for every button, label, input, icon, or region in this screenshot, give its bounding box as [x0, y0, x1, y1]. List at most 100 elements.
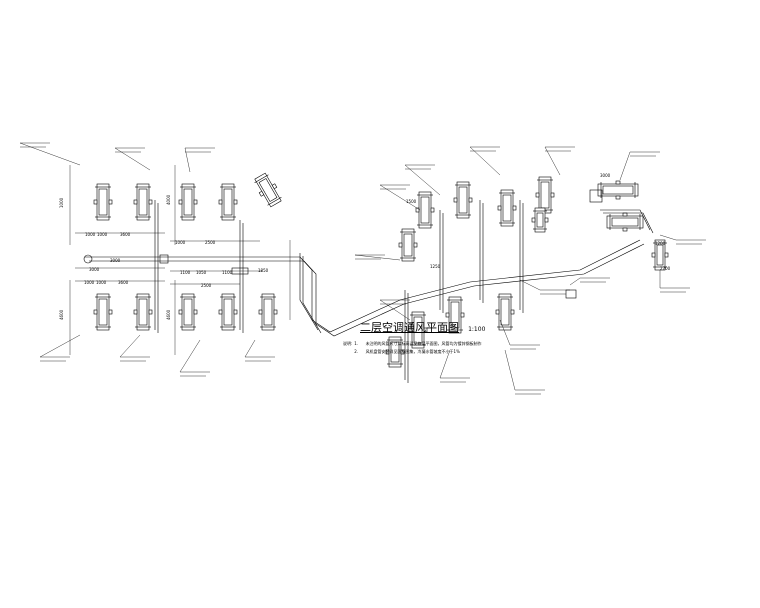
unit-coil [458, 186, 468, 214]
unit-coil [413, 316, 423, 344]
unit-connector [258, 309, 263, 315]
notes-heading-row: 说明: 1. 未注明的风管尺寸及标高详见各层平面图，风管均为镀锌钢板制作 [343, 340, 482, 348]
dim-label: 2700 [660, 266, 671, 271]
note-text: 未注明的风管尺寸及标高详见各层平面图，风管均为镀锌钢板制作 [365, 341, 482, 346]
unit-connector [512, 205, 517, 211]
unit-coil [223, 188, 233, 216]
unit-connector [93, 199, 98, 205]
unit-connector [408, 327, 413, 333]
duct-wall [299, 253, 319, 331]
unit-coil [403, 233, 413, 257]
unit-coil [98, 298, 108, 326]
unit-coil [450, 301, 460, 329]
unit-connector [531, 217, 536, 223]
leader-line [519, 279, 541, 291]
fan-coil-unit [258, 293, 278, 331]
dim-label: 3000 [110, 258, 121, 263]
fan-coil-unit [445, 296, 465, 334]
leader-line [379, 184, 421, 211]
fan-coil-unit [606, 212, 644, 232]
unit-connector [271, 183, 278, 190]
fan-coil-unit [218, 183, 238, 221]
unit-connector [550, 192, 555, 198]
unit-connector [218, 309, 223, 315]
unit-coil [536, 212, 544, 228]
unit-connector [108, 199, 113, 205]
dim-label: 4000 [166, 194, 171, 205]
dim-label: 3000 [89, 267, 100, 272]
fan-coil-unit [254, 172, 282, 208]
unit-connector [193, 309, 198, 315]
fan-coil-unit [178, 293, 198, 331]
fan-coil-unit [93, 183, 113, 221]
dim-label: 1250 [430, 264, 441, 269]
leader-line [499, 319, 511, 346]
unit-coil [258, 178, 278, 202]
leader-line [379, 299, 411, 321]
leader-line [114, 147, 151, 171]
unit-coil [223, 298, 233, 326]
unit-connector [544, 217, 549, 223]
unit-connector [193, 199, 198, 205]
duct-wall [302, 256, 322, 334]
unit-connector [218, 199, 223, 205]
leader-lines [19, 142, 706, 395]
unit-connector [233, 199, 238, 205]
unit-flange [267, 196, 282, 206]
fan-coil-unit [453, 181, 473, 219]
fan-coil-unit [93, 293, 113, 331]
fan-coil-unit [535, 176, 555, 214]
note-text: 风机盘管安装详见国标图集，冷凝水管坡度不小于1% [365, 349, 460, 354]
dim-label: 1000 [175, 240, 186, 245]
dim-label: 1100 [180, 270, 191, 275]
unit-coil [138, 298, 148, 326]
unit-connector [398, 242, 403, 248]
unit-connector [93, 309, 98, 315]
notes-heading: 说明: [343, 341, 353, 346]
unit-connector [622, 212, 628, 217]
unit-connector [400, 349, 405, 355]
dim-label: 1100 [222, 270, 233, 275]
dim-label: 2500 [205, 240, 216, 245]
unit-connector [148, 309, 153, 315]
fan-coil-unit [133, 293, 153, 331]
unit-connector [510, 309, 515, 315]
unit-connector [178, 309, 183, 315]
leader-line [244, 339, 256, 358]
unit-connector [615, 180, 621, 185]
unit-coil [420, 196, 430, 224]
fan-coil-unit [597, 180, 639, 200]
unit-coil [183, 298, 193, 326]
leader-line [439, 349, 451, 379]
fan-coil-unit [497, 189, 517, 227]
unit-coil [390, 341, 400, 363]
dim-label: 3000 [600, 173, 611, 178]
unit-connector [178, 199, 183, 205]
dim-label: 1850 [258, 268, 269, 273]
unit-connector [651, 252, 656, 258]
dim-label: 1000 [85, 232, 96, 237]
unit-connector [385, 349, 390, 355]
note-index: 1. [354, 341, 359, 346]
unit-connector [415, 207, 420, 213]
unit-connector [133, 199, 138, 205]
unit-connector [423, 327, 428, 333]
drawing-notes: 说明: 1. 未注明的风管尺寸及标高详见各层平面图，风管均为镀锌钢板制作 2. … [343, 340, 482, 356]
leader-line [504, 349, 516, 391]
unit-coil [183, 188, 193, 216]
damper [565, 289, 577, 299]
leader-line [619, 151, 631, 181]
unit-connector [664, 252, 669, 258]
leader-line [659, 234, 677, 241]
dimension-labels: 1000 1000 3600 3000 1000 1000 3600 1000 … [59, 173, 671, 320]
dim-label: 1000 [84, 280, 95, 285]
dim-label: 1000 [96, 280, 107, 285]
leader-line [354, 254, 401, 261]
unit-coil [540, 181, 550, 209]
fan-coil-unit [531, 207, 549, 233]
leader-line [119, 334, 141, 358]
leader-line [184, 147, 191, 173]
unit-connector [258, 190, 265, 197]
unit-connector [148, 199, 153, 205]
